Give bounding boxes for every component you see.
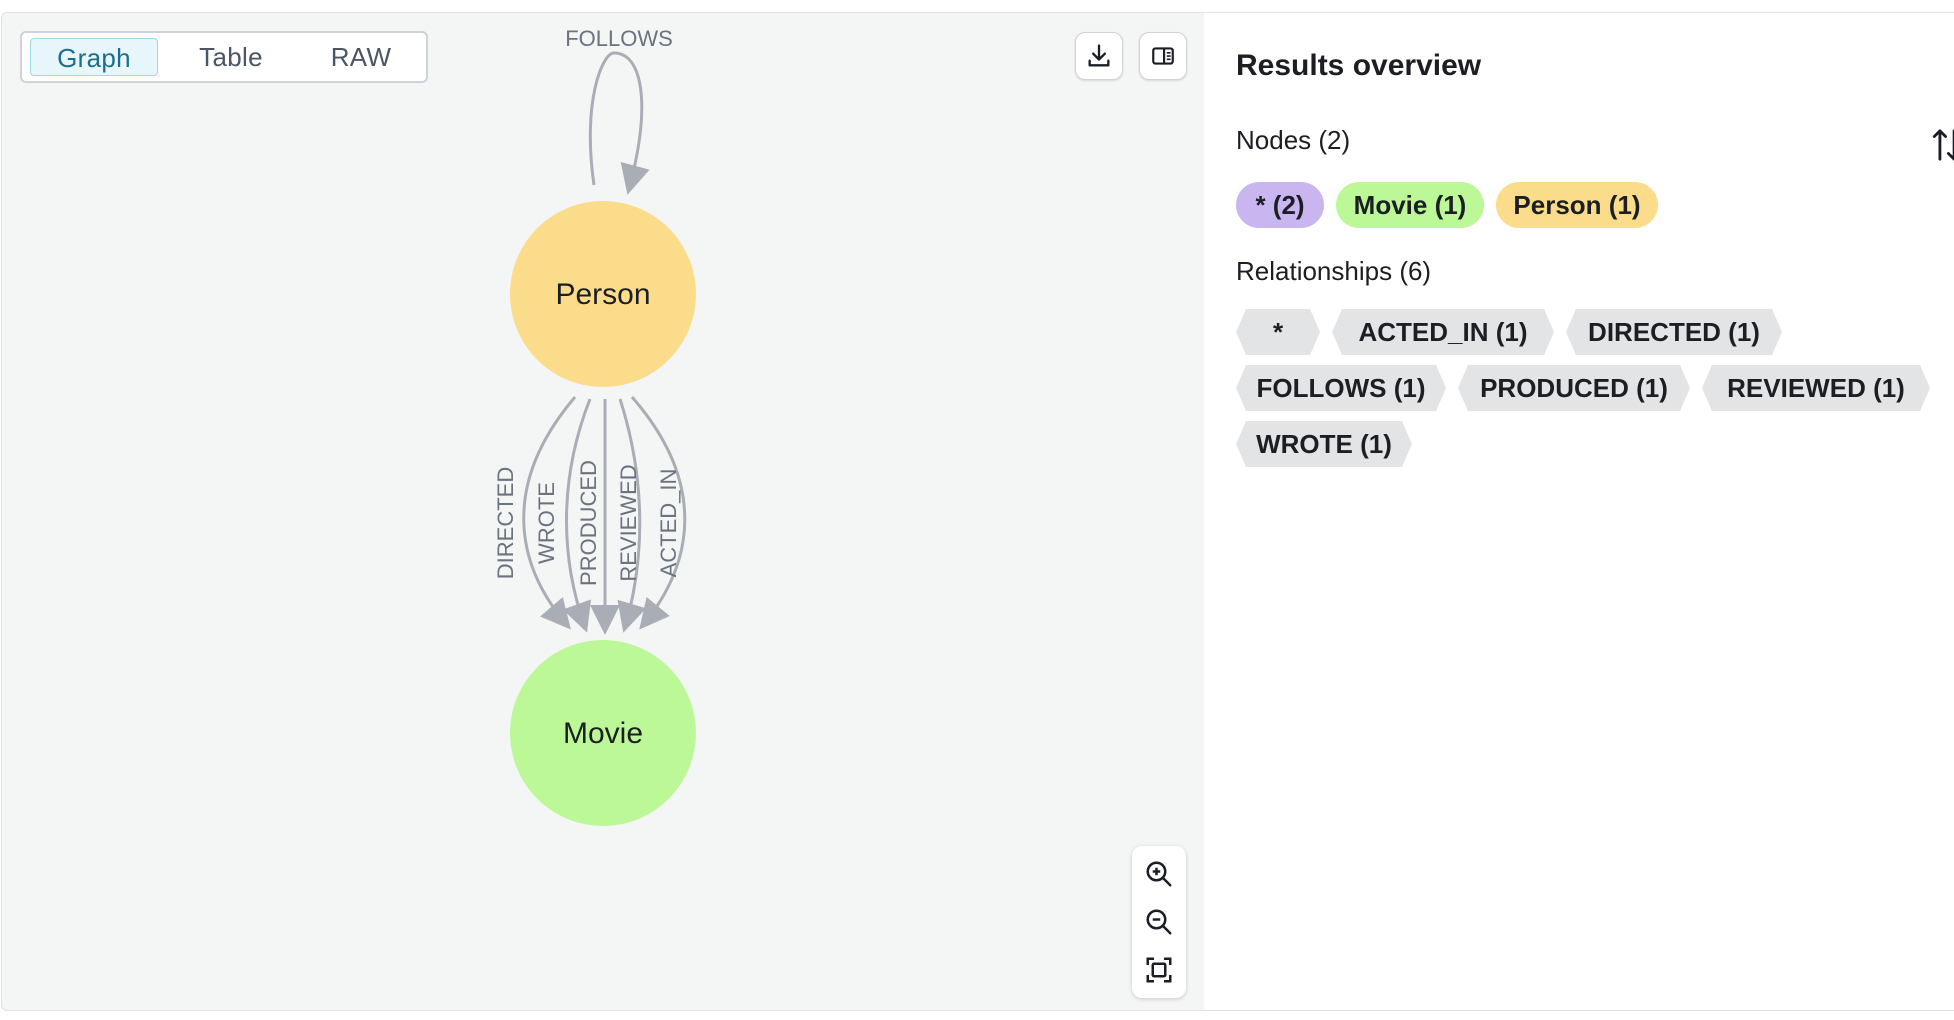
zoom-controls [1132,846,1186,998]
rel-tag-produced[interactable]: PRODUCED (1) [1458,365,1690,411]
download-icon [1088,44,1110,67]
tab-raw[interactable]: RAW [330,42,392,72]
person-node[interactable] [510,201,696,387]
rel-tag-reviewed[interactable]: REVIEWED (1) [1702,365,1930,411]
zoom-out-button[interactable] [1141,904,1177,940]
tab-table[interactable]: Table [199,42,263,72]
directed-edge[interactable] [522,396,577,630]
toggle-overview-button[interactable] [1139,32,1187,80]
rel-tag-acted-in[interactable]: ACTED_IN (1) [1332,309,1554,355]
movie-node-label: Movie [563,717,643,750]
fit-to-screen-button[interactable] [1141,952,1177,988]
relationships-label: Relationships (6) [1236,256,1432,286]
acted-in-label: ACTED_IN [656,469,681,578]
rel-tag-directed[interactable]: DIRECTED (1) [1566,309,1782,355]
rel-tag-follows[interactable]: FOLLOWS (1) [1236,365,1446,411]
reviewed-label: REVIEWED [616,464,641,581]
download-button[interactable] [1075,32,1123,80]
node-pill-all[interactable]: * (2) [1236,182,1324,228]
person-node-label: Person [555,278,650,311]
graph-canvas[interactable]: FOLLOWS DIRECTED WROTE PRODUCED REVIEWED… [2,13,1204,1010]
zoom-in-icon [1146,861,1172,887]
acted-in-edge[interactable] [630,396,687,630]
follows-edge[interactable] [588,51,650,195]
overview-title: Results overview [1236,49,1482,82]
results-overview-panel: Results overview Nodes (2) * (2) Movie (… [1204,13,1954,1010]
directed-label: DIRECTED [493,467,518,579]
rel-tag-wrote[interactable]: WROTE (1) [1236,421,1412,467]
wrote-edge[interactable] [562,398,592,633]
results-frame: FOLLOWS DIRECTED WROTE PRODUCED REVIEWED… [1,12,1954,1011]
movie-node[interactable] [510,640,696,826]
zoom-out-icon [1146,909,1172,935]
node-pill-movie[interactable]: Movie (1) [1336,182,1484,228]
rel-tag-all[interactable]: * (6) [1236,309,1320,355]
node-pill-person[interactable]: Person (1) [1496,182,1658,228]
zoom-in-button[interactable] [1141,856,1177,892]
reviewed-edge[interactable] [617,398,647,633]
nodes-label: Nodes (2) [1236,125,1351,155]
fit-to-screen-icon [1146,957,1172,983]
tab-graph[interactable]: Graph [30,38,158,76]
wrote-label: WROTE [534,482,559,564]
sort-icon[interactable] [1930,125,1954,165]
produced-label: PRODUCED [576,460,601,586]
follows-label: FOLLOWS [565,26,673,51]
graph-visualization[interactable]: FOLLOWS DIRECTED WROTE PRODUCED REVIEWED… [2,13,1204,1010]
sidebar-toggle-icon [1152,47,1174,65]
view-toggle: Graph Table RAW [20,31,428,83]
